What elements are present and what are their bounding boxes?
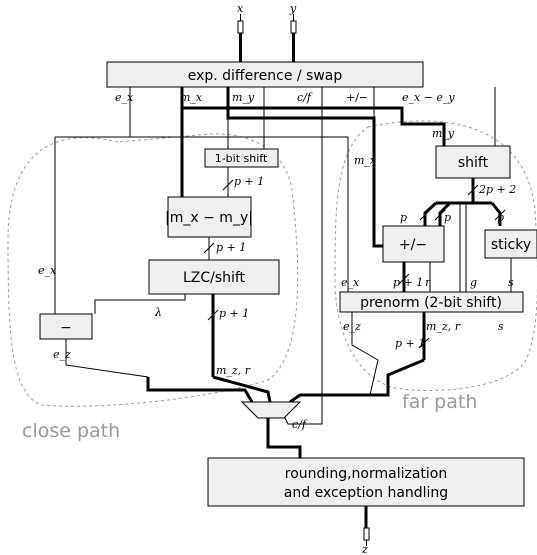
one-bit-shift-label: 1-bit shift xyxy=(215,152,268,165)
sig-pm-top: +/− xyxy=(346,91,368,104)
sig-cf-top: c/f xyxy=(297,91,313,104)
sig-p-3: p xyxy=(497,211,504,224)
rounding-line2: and exception handling xyxy=(284,485,448,501)
exp-subtract-label: − xyxy=(60,320,72,336)
path-select-mux xyxy=(240,401,302,419)
sig-my-top: m_y xyxy=(232,91,255,104)
rounding-block xyxy=(207,457,525,507)
sig-p1-c: p + 1 xyxy=(219,307,249,320)
sig-s-far: s xyxy=(508,276,514,289)
exp-difference-swap-block xyxy=(106,61,424,88)
sig-r-far: r xyxy=(425,276,431,289)
sig-p1-far: p + 1 xyxy=(393,276,423,289)
lzc-shift-label: LZC/shift xyxy=(183,270,246,286)
sig-p1-a: p + 1 xyxy=(234,175,264,188)
abs-diff-label: |m_x − m_y| xyxy=(165,210,253,226)
sig-s-out: s xyxy=(498,320,504,333)
add-sub-block xyxy=(382,225,445,263)
one-bit-shift-block xyxy=(204,148,279,168)
lzc-shift-block xyxy=(148,259,280,295)
prenorm-label: prenorm (2-bit shift) xyxy=(360,295,502,311)
sig-mx-top: m_x xyxy=(180,91,203,104)
sig-mzr-close: m_z, r xyxy=(216,364,251,377)
close-path-region xyxy=(7,133,299,407)
add-sub-label: +/− xyxy=(399,237,427,253)
output-z-port xyxy=(363,527,370,541)
align-shift-label: shift xyxy=(458,155,489,171)
sig-mzr-far: m_z, r xyxy=(426,320,461,333)
sig-lambda: λ xyxy=(154,306,162,319)
exp-difference-swap-label: exp. difference / swap xyxy=(188,68,343,84)
close-path-label: close path xyxy=(22,420,120,442)
sig-ex-top: e_x xyxy=(115,91,134,104)
sig-g-far: g xyxy=(470,276,477,289)
prenorm-block xyxy=(339,291,524,313)
sticky-label: sticky xyxy=(491,237,531,253)
sig-p1-b: p + 1 xyxy=(216,241,246,254)
sig-cf-bottom: c/f xyxy=(292,418,308,431)
input-x-port xyxy=(237,20,244,34)
sig-ex-ey: e_x − e_y xyxy=(402,91,455,104)
exp-subtract-block xyxy=(39,313,93,340)
input-y-port xyxy=(290,20,297,34)
sig-2p2: 2p + 2 xyxy=(478,183,516,196)
sig-p1-d: p + 1 xyxy=(395,337,425,350)
sig-p-1: p xyxy=(400,211,407,224)
far-path-label: far path xyxy=(402,391,477,413)
rounding-line1: rounding,normalization xyxy=(285,466,447,482)
output-z-label: z xyxy=(361,543,368,555)
sig-ex-far: e_x xyxy=(341,276,360,289)
sig-my-far: m_y xyxy=(432,127,455,140)
sig-ez-close: e_z xyxy=(53,348,71,361)
sig-p-2: p xyxy=(444,211,451,224)
sig-ex-left: e_x xyxy=(38,264,57,277)
abs-diff-block xyxy=(167,196,252,238)
input-y-label: y xyxy=(289,2,297,15)
align-shift-block xyxy=(435,145,511,179)
input-x-label: x xyxy=(237,2,244,15)
sig-mx-far: m_x xyxy=(354,154,377,167)
